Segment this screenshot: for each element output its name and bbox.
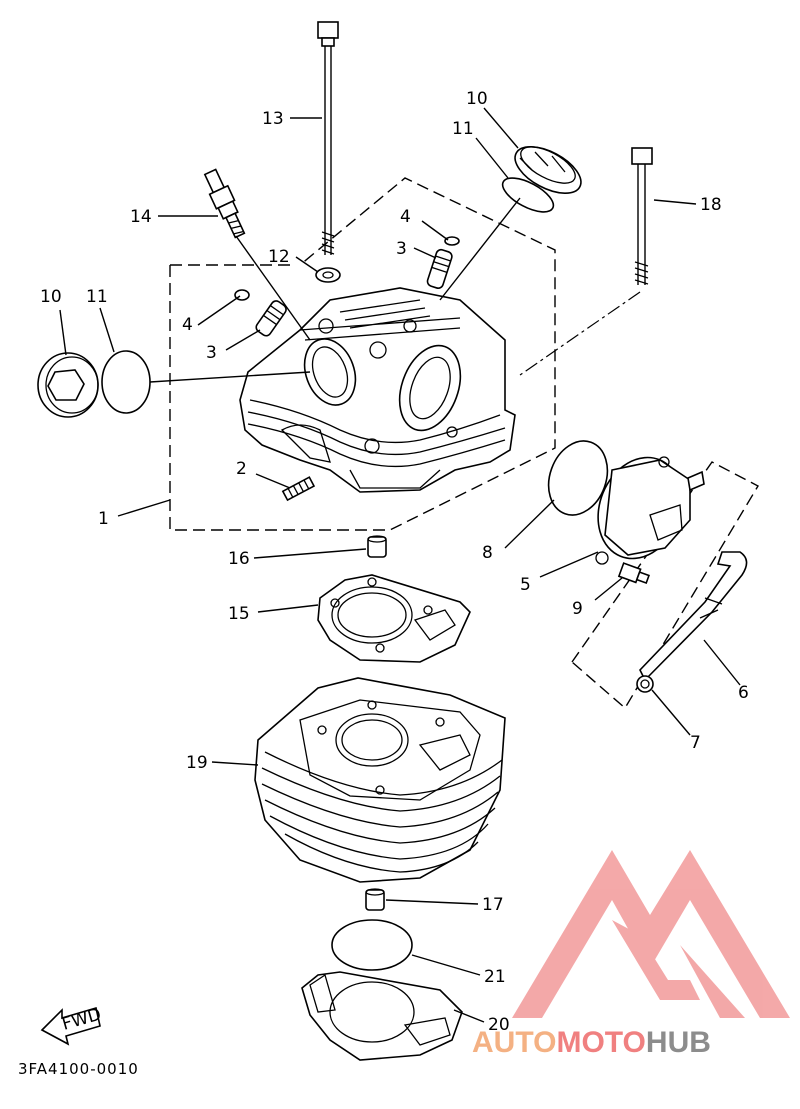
callouts: 13 14 12 4 3 10 11 10 11 4 3 1 2 16 15 1…	[40, 89, 749, 1035]
long-bolt-13	[317, 21, 339, 255]
watermark-logo	[512, 850, 790, 1018]
callout-18: 18	[700, 195, 722, 215]
diagram-code: 3FA4100-0010	[18, 1060, 139, 1078]
spark-plug-14	[203, 168, 246, 239]
callout-12: 12	[268, 247, 290, 267]
breather-cover-5	[595, 456, 705, 565]
oring-8	[547, 440, 609, 516]
head-gasket-15	[317, 574, 471, 663]
oring-11-top	[501, 177, 555, 213]
callout-20: 20	[488, 1015, 510, 1035]
callout-11-top: 11	[452, 119, 474, 139]
callout-15: 15	[228, 604, 250, 624]
callout-19: 19	[186, 753, 208, 773]
valve-adjuster-3-right	[426, 248, 453, 289]
oring-4-right	[444, 236, 460, 246]
stud-2	[281, 476, 316, 502]
callout-1: 1	[98, 509, 109, 529]
plug-cap-10-left	[37, 352, 99, 418]
watermark-text: AUTOMOTOHUB	[472, 1026, 711, 1059]
callout-11-left: 11	[86, 287, 108, 307]
oring-11-left	[101, 350, 151, 414]
leader-lines	[59, 107, 741, 1023]
base-gasket-20	[301, 971, 463, 1061]
watermark-moto: MOTO	[556, 1026, 645, 1059]
fwd-arrow: FWD	[40, 1005, 104, 1046]
dowel-pin-17	[365, 888, 385, 911]
callout-10-top: 10	[466, 89, 488, 109]
callout-13: 13	[262, 109, 284, 129]
callout-3-left: 3	[206, 343, 217, 363]
callout-2: 2	[236, 459, 247, 479]
callout-4-left: 4	[182, 315, 193, 335]
callout-5: 5	[520, 575, 531, 595]
callout-17: 17	[482, 895, 504, 915]
callout-10-left: 10	[40, 287, 62, 307]
callout-6: 6	[738, 683, 749, 703]
callout-21: 21	[484, 967, 506, 987]
dowel-pin-16	[367, 535, 387, 558]
long-bolt-18	[631, 147, 653, 285]
hose-clip-7	[636, 675, 654, 693]
breather-hose-6	[639, 551, 748, 682]
oring-21	[331, 919, 413, 971]
bolt-9	[617, 562, 650, 585]
washer-12	[315, 267, 341, 283]
bolt18-centerline	[519, 291, 641, 376]
plug-cap-10-top	[514, 146, 582, 194]
callout-4-right: 4	[400, 207, 411, 227]
watermark-hub: HUB	[646, 1026, 711, 1059]
callout-14: 14	[130, 207, 152, 227]
valve-adjuster-3-left	[255, 300, 287, 337]
callout-16: 16	[228, 549, 250, 569]
callout-3-right: 3	[396, 239, 407, 259]
callout-7: 7	[690, 733, 701, 753]
cylinder-19	[254, 677, 506, 883]
callout-8: 8	[482, 543, 493, 563]
head-assembly-boundary	[169, 177, 556, 531]
watermark-auto: AUTO	[472, 1026, 556, 1059]
callout-9: 9	[572, 599, 583, 619]
